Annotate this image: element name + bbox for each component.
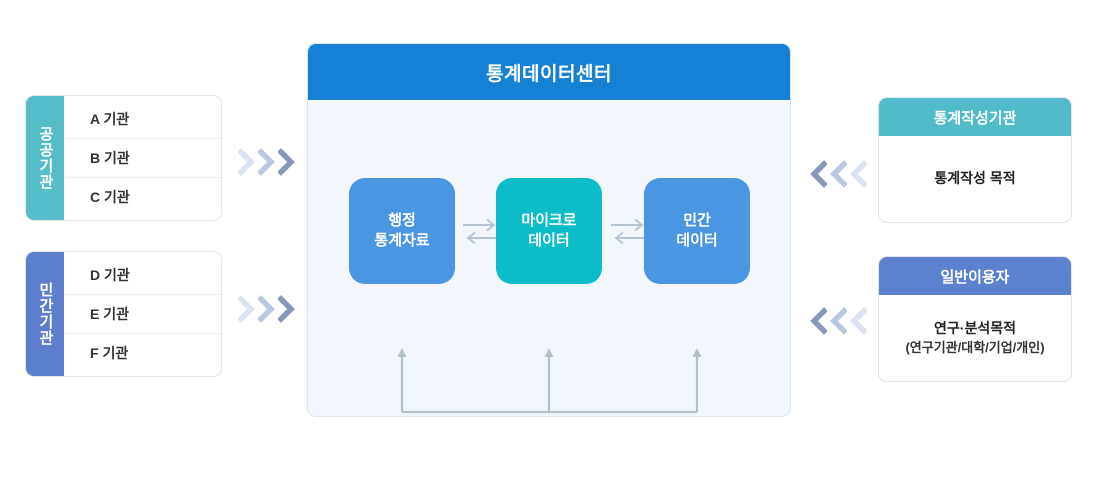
- chevron-right-triple-icon-top: [238, 148, 297, 176]
- center-panel-body: 행정 통계자료 마이크로 데이터: [308, 100, 790, 416]
- list-item[interactable]: A 기관: [64, 100, 221, 139]
- consumer-card-statistics-agency[interactable]: 통계작성기관 통계작성 목적: [879, 98, 1071, 222]
- data-box-line2: 통계자료: [374, 232, 430, 249]
- list-item[interactable]: C 기관: [90, 188, 130, 205]
- chevron-left-triple-icon-top: [808, 160, 867, 188]
- consumer-card-body: 통계작성 목적: [879, 136, 1071, 222]
- bidirectional-arrow-icon-left: [463, 218, 499, 245]
- source-group-private-institutions[interactable]: 민간기관 D 기관 E 기관 F 기관: [26, 252, 221, 376]
- data-box-administrative-statistics[interactable]: 행정 통계자료: [349, 178, 455, 284]
- feedback-arrow-icon: [397, 348, 702, 414]
- consumer-card-body: 연구·분석목적 (연구기관/대학/기업/개인): [879, 295, 1071, 381]
- consumer-card-general-users[interactable]: 일반이용자 연구·분석목적 (연구기관/대학/기업/개인): [879, 257, 1071, 381]
- data-box-line1: 행정: [388, 211, 416, 229]
- list-item[interactable]: D 기관: [64, 256, 221, 295]
- list-item[interactable]: E 기관: [64, 295, 221, 334]
- source-group-private-label: 민간기관: [26, 252, 64, 376]
- source-group-public-institutions[interactable]: 공공기관 A 기관 B 기관 C 기관: [26, 96, 221, 220]
- data-box-micro-data[interactable]: 마이크로 데이터: [496, 178, 602, 284]
- consumer-card-title: 일반이용자: [879, 257, 1071, 295]
- statistics-data-center-panel: 통계데이터센터 행정 통계자료: [308, 44, 790, 416]
- source-list-private: D 기관 E 기관 F 기관: [64, 252, 221, 376]
- data-box-line1: 마이크로: [521, 211, 577, 229]
- consumer-purpose-text: 연구·분석목적: [934, 320, 1016, 337]
- consumer-card-title: 통계작성기관: [879, 98, 1071, 136]
- data-box-line2: 데이터: [528, 232, 570, 249]
- bidirectional-arrow-icon-right: [611, 218, 647, 245]
- source-group-public-label: 공공기관: [26, 96, 64, 220]
- data-box-private-data[interactable]: 민간 데이터: [644, 178, 750, 284]
- list-item[interactable]: F 기관: [90, 344, 129, 361]
- list-item[interactable]: B 기관: [64, 139, 221, 178]
- chevron-right-triple-icon-bottom: [238, 295, 297, 323]
- chevron-left-triple-icon-bottom: [808, 307, 867, 335]
- page-title: 통계데이터센터: [308, 44, 790, 100]
- source-list-public: A 기관 B 기관 C 기관: [64, 96, 221, 220]
- data-box-line1: 민간: [683, 211, 711, 229]
- consumer-purpose-detail: (연구기관/대학/기업/개인): [905, 339, 1045, 355]
- data-box-line2: 데이터: [676, 232, 718, 249]
- consumer-purpose-text: 통계작성 목적: [934, 170, 1016, 187]
